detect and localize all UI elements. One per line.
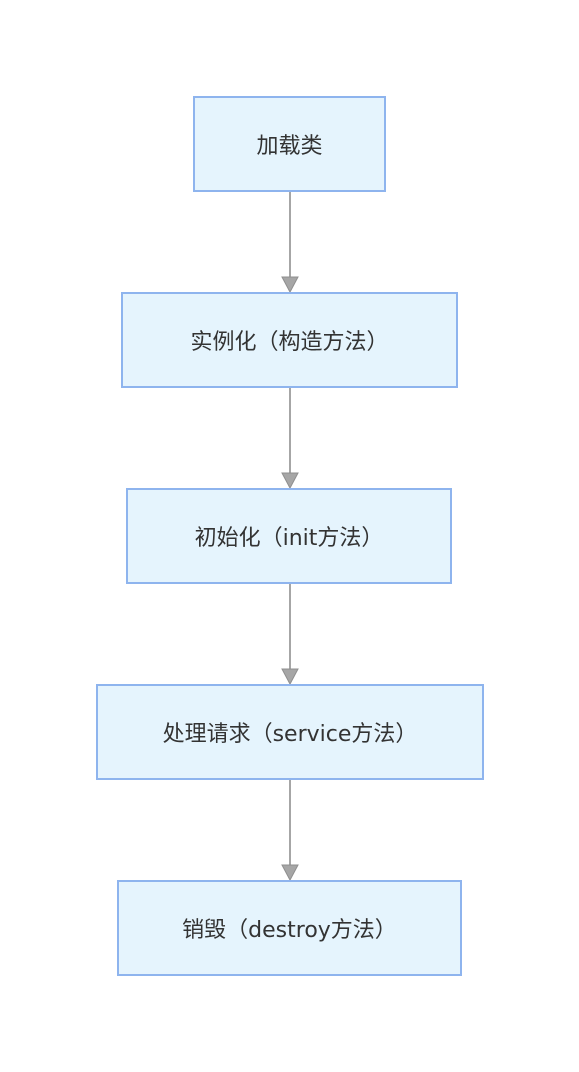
node-service: 处理请求（service方法） (96, 684, 484, 780)
node-label: 处理请求（service方法） (162, 722, 418, 747)
node-instantiate: 实例化（构造方法） (121, 292, 458, 388)
node-load-class: 加载类 (193, 96, 386, 192)
node-label: 销毁（destroy方法） (182, 918, 397, 943)
node-init: 初始化（init方法） (126, 488, 452, 584)
arrowhead-icon (281, 668, 299, 686)
arrowhead-icon (281, 276, 299, 294)
node-label: 实例化（构造方法） (190, 330, 389, 355)
node-destroy: 销毁（destroy方法） (117, 880, 462, 976)
edge-service-to-destroy (281, 780, 299, 882)
node-label: 加载类 (256, 134, 323, 159)
arrowhead-icon (281, 472, 299, 490)
arrowhead-icon (281, 864, 299, 882)
edge-instantiate-to-init (281, 388, 299, 490)
edge-load-to-instantiate (281, 192, 299, 294)
edge-init-to-service (281, 584, 299, 686)
node-label: 初始化（init方法） (194, 526, 384, 551)
